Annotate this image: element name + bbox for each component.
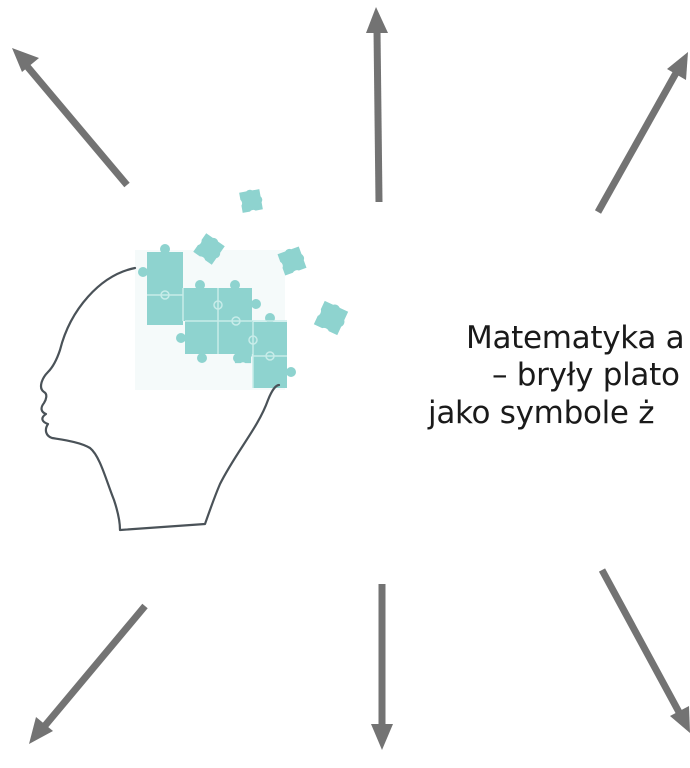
arrow-up-right-icon — [598, 52, 688, 212]
puzzle-piece-icon — [239, 188, 264, 213]
caption-line-1: Matematyka a — [466, 323, 684, 354]
head-profile-icon — [41, 188, 350, 530]
puzzle-piece-icon — [314, 300, 350, 336]
arrow-down-left-icon — [29, 606, 145, 744]
puzzle-piece-icon — [235, 346, 252, 363]
arrow-down-right-icon — [602, 570, 690, 733]
arrow-up-left-icon — [12, 48, 127, 185]
arrow-up-icon — [366, 7, 388, 202]
caption-line-3: jako symbole ż — [428, 398, 654, 429]
arrow-down-icon — [371, 584, 393, 750]
caption-line-2: – bryły plato — [492, 360, 680, 391]
